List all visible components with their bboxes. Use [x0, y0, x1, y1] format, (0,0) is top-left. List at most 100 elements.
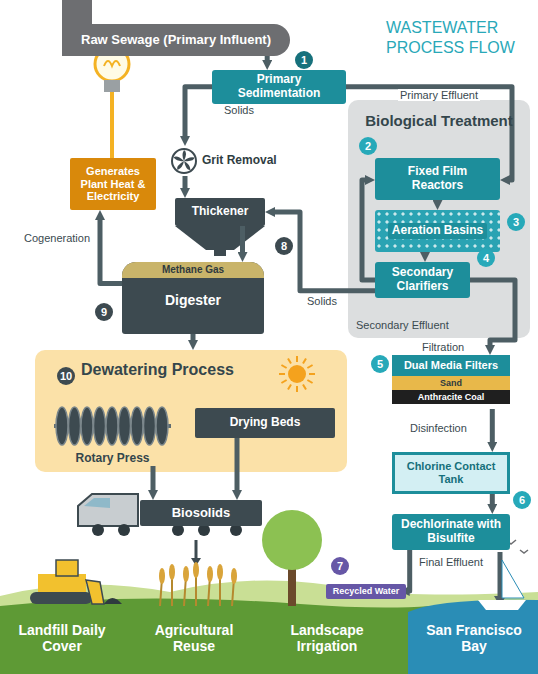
wheat	[207, 566, 213, 582]
node-text: Sand	[392, 376, 510, 390]
node-text: Primary Sedimentation	[220, 73, 338, 101]
process-box: Drying Beds	[195, 408, 335, 438]
truck	[118, 524, 130, 536]
sun-icon	[288, 365, 306, 383]
rotary-press-icon	[56, 407, 68, 445]
node-text: Dual Media Filters	[392, 355, 510, 376]
sun-icon	[277, 354, 317, 394]
sun-icon	[307, 380, 312, 383]
wheat	[159, 568, 165, 584]
use-label: Landscape Irrigation	[272, 622, 382, 654]
use-label: San Francisco Bay	[414, 622, 534, 654]
process-box: Aeration Basins	[375, 210, 500, 252]
panel-grounds	[35, 100, 530, 472]
flow-pipe	[490, 409, 495, 443]
sun-icon	[303, 384, 306, 389]
bay-water	[408, 600, 538, 674]
biosolids-arrow	[195, 540, 198, 560]
diagram-title: WASTEWATER PROCESS FLOW	[386, 18, 532, 58]
flow-pipe	[409, 550, 410, 591]
node-text: Dewatering Process	[81, 361, 234, 379]
process-box: Chlorine Contact Tank	[392, 452, 510, 494]
sun-icon	[303, 358, 306, 363]
bay-water	[408, 600, 538, 674]
node-text: Anthracite Coal	[392, 390, 510, 404]
sailboat	[502, 560, 524, 598]
flow-pipe	[435, 200, 440, 201]
sun-icon	[309, 373, 315, 375]
callout-number: 3	[507, 213, 525, 231]
node-text: Generates Plant Heat & Electricity	[74, 165, 152, 203]
wheat	[169, 564, 175, 580]
rotary-press-icon	[106, 407, 118, 445]
edge-label: Filtration	[420, 341, 466, 353]
node-text: Recycled Water	[333, 586, 400, 596]
rotary-press-icon	[69, 407, 81, 445]
truck	[84, 498, 110, 508]
callout-number: 10	[57, 367, 75, 385]
wheat	[217, 564, 223, 580]
wheat	[193, 562, 199, 578]
process-box: Primary Sedimentation	[212, 70, 346, 104]
callout-number: 7	[331, 557, 349, 575]
edge-label: Disinfection	[408, 422, 469, 434]
bulldozer	[56, 560, 78, 576]
node-text: Secondary Clarifiers	[383, 266, 462, 294]
thickener-funnel	[214, 250, 226, 256]
flow-label: Secondary Effluent	[356, 319, 449, 331]
digester-tank: Methane GasDigester	[122, 262, 264, 334]
light-bulb	[104, 61, 120, 66]
grit-fan-icon	[170, 147, 198, 175]
flow-pipe	[191, 334, 196, 341]
flow-pipe	[490, 494, 495, 505]
flow-pipe	[235, 438, 240, 491]
grit-fan-icon	[176, 160, 185, 171]
tree	[262, 510, 322, 570]
node-text: Dechlorinate with Bisulfite	[400, 518, 502, 546]
node-text: Chlorine Contact Tank	[401, 460, 501, 485]
flow-pipe	[362, 180, 375, 280]
recycled-water-bar: Recycled Water	[326, 584, 406, 599]
panel-ground	[35, 350, 347, 472]
inflow-pipe-band: Raw Sewage (Primary Influent)	[62, 24, 290, 56]
flow-pipe	[185, 87, 212, 137]
flow-pipe	[151, 466, 156, 491]
node-text: Biosolids	[172, 506, 231, 521]
callout-number: 6	[513, 491, 531, 509]
thickener-funnel	[175, 226, 265, 250]
dewatering-panel: Dewatering ProcessRotary Press Drying Bed…	[35, 350, 347, 472]
callout-number: 5	[371, 355, 389, 373]
hills	[0, 598, 430, 674]
cogeneration-box: Generates Plant Heat & Electricity	[70, 158, 156, 210]
grit-fan-icon	[183, 150, 187, 161]
use-label: Agricultural Reuse	[134, 622, 254, 654]
truck-bed: Biosolids	[140, 500, 262, 526]
rotary-press-icon	[131, 407, 143, 445]
node-text: Drying Beds	[230, 416, 301, 430]
wheat	[231, 568, 237, 584]
bulldozer	[104, 598, 122, 604]
edge-label: Primary Effluent	[398, 89, 480, 101]
bulldozer	[86, 580, 104, 604]
bulldozer	[30, 560, 122, 604]
sun-icon	[288, 358, 291, 363]
sailboat	[478, 560, 526, 610]
node-text: Raw Sewage (Primary Influent)	[81, 33, 271, 48]
node-text: Biological Treatment	[365, 112, 513, 129]
process-box: Dechlorinate with Bisulfite	[392, 514, 510, 550]
hills	[0, 580, 538, 674]
process-box: Fixed Film Reactors	[375, 158, 500, 200]
flow-pipe	[265, 56, 270, 61]
sun-icon	[279, 373, 285, 375]
node-text: Grit Removal	[202, 154, 277, 168]
sailboat	[478, 600, 526, 610]
connector-layer	[100, 56, 515, 591]
flow-label: Final Effluent	[419, 556, 483, 568]
thickener-funnel	[175, 226, 265, 256]
callout-number: 2	[359, 137, 377, 155]
sun-icon	[296, 356, 298, 362]
node-text: Rotary Press	[75, 452, 149, 466]
bulldozer	[30, 592, 92, 604]
wheat	[159, 562, 237, 606]
sun-icon	[296, 386, 298, 392]
